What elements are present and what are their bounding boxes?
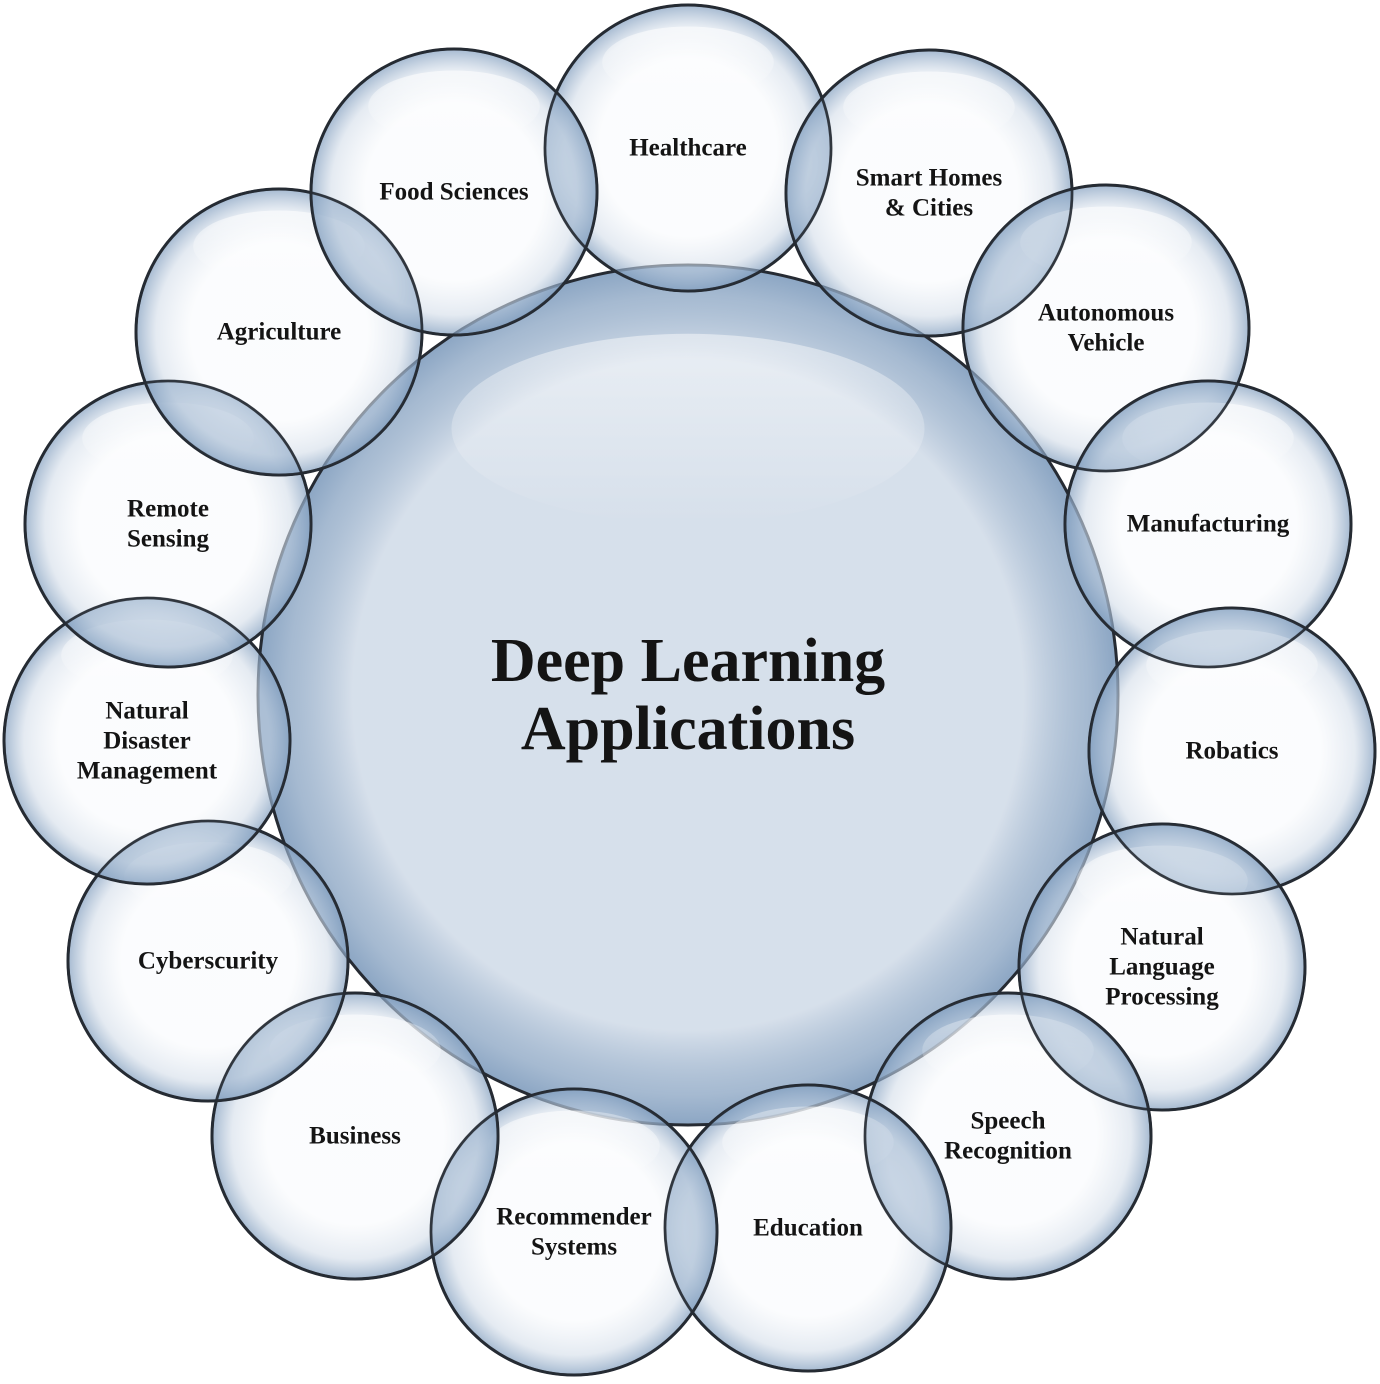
bubble-edge	[1087, 606, 1377, 896]
overlap-tint	[865, 1085, 951, 1279]
label-remote-sensing-line: Remote	[127, 496, 209, 523]
label-robatics: Robatics	[1185, 738, 1278, 765]
bubble-edge	[66, 819, 350, 1103]
bubble-shine	[368, 70, 540, 142]
bubble-edge	[429, 1087, 719, 1377]
bubble-edge	[784, 48, 1074, 338]
label-speech-recognition-line: Speech	[971, 1108, 1046, 1135]
label-natural-language-processing-line: Language	[1109, 954, 1215, 981]
bubble-edge	[2, 596, 292, 886]
label-cyberscurity: Cyberscurity	[138, 948, 279, 975]
center-bubble-shine	[451, 333, 925, 523]
bubble-shine	[922, 1014, 1094, 1086]
bubble-edge	[663, 1083, 953, 1373]
label-natural-disaster-management-line: Disaster	[103, 728, 190, 755]
overlap-tint	[212, 993, 348, 1101]
label-healthcare-line: Healthcare	[629, 135, 747, 162]
overlap-tint	[1065, 381, 1249, 471]
label-autonomous-vehicle-line: Vehicle	[1068, 330, 1145, 357]
bubble-layer	[2, 3, 1377, 1377]
bubble-edges	[2, 3, 1377, 1377]
label-food-sciences: Food Sciences	[379, 179, 529, 206]
label-business: Business	[309, 1123, 401, 1150]
bubble-edge	[309, 47, 599, 337]
overlap-tint	[136, 381, 311, 475]
bubble-edge	[863, 991, 1153, 1281]
overlap-tint	[963, 185, 1072, 336]
bubble-edge	[23, 379, 313, 669]
label-business-line: Business	[309, 1123, 401, 1150]
label-natural-disaster-management-line: Natural	[105, 698, 188, 725]
bubble-shine	[843, 71, 1015, 143]
bubble-shine	[722, 1106, 894, 1178]
label-manufacturing-line: Manufacturing	[1127, 511, 1290, 538]
label-education: Education	[753, 1215, 863, 1242]
overlap-tint	[311, 189, 422, 335]
bubble-edge	[543, 3, 833, 293]
bubble-edge	[210, 991, 500, 1281]
label-recommender-systems-line: Systems	[531, 1234, 617, 1261]
overlap-tints	[25, 49, 1351, 1371]
label-smart-homes-cities: Smart Homes & Cities	[856, 165, 1003, 222]
center-title-line: Applications	[521, 695, 855, 763]
label-manufacturing: Manufacturing	[1127, 511, 1290, 538]
label-agriculture-line: Agriculture	[217, 319, 342, 346]
label-smart-homes-cities-line: Smart Homes	[856, 165, 1003, 192]
label-robatics-line: Robatics	[1185, 738, 1278, 765]
label-natural-disaster-management-line: Management	[77, 758, 218, 785]
center-layer	[256, 263, 1120, 1127]
label-remote-sensing-line: Sensing	[127, 526, 209, 553]
label-smart-homes-cities-line: & Cities	[885, 195, 973, 222]
bubble-healthcare	[543, 3, 833, 293]
label-healthcare: Healthcare	[629, 135, 747, 162]
overlap-tint	[1019, 993, 1151, 1110]
label-recommender-systems-line: Recommender	[496, 1204, 652, 1231]
bubble-shine	[488, 1110, 660, 1182]
label-agriculture: Agriculture	[217, 319, 342, 346]
bubble-shine	[1122, 402, 1294, 474]
bubble-edge	[1063, 379, 1353, 669]
label-autonomous-vehicle-line: Autonomous	[1038, 300, 1174, 327]
label-education-line: Education	[753, 1215, 863, 1242]
bubble-shine	[1020, 206, 1192, 278]
bubble-shine	[1076, 845, 1248, 917]
center-title-line: Deep Learning	[491, 627, 885, 695]
bubble-shine	[602, 26, 774, 98]
label-food-sciences-line: Food Sciences	[379, 179, 529, 206]
bubble-edge	[1017, 822, 1307, 1112]
bubble-edge	[961, 183, 1251, 473]
label-speech-recognition-line: Recognition	[944, 1138, 1072, 1165]
label-cyberscurity-line: Cyberscurity	[138, 948, 279, 975]
label-natural-language-processing-line: Natural	[1120, 924, 1203, 951]
label-natural-language-processing-line: Processing	[1105, 984, 1219, 1011]
